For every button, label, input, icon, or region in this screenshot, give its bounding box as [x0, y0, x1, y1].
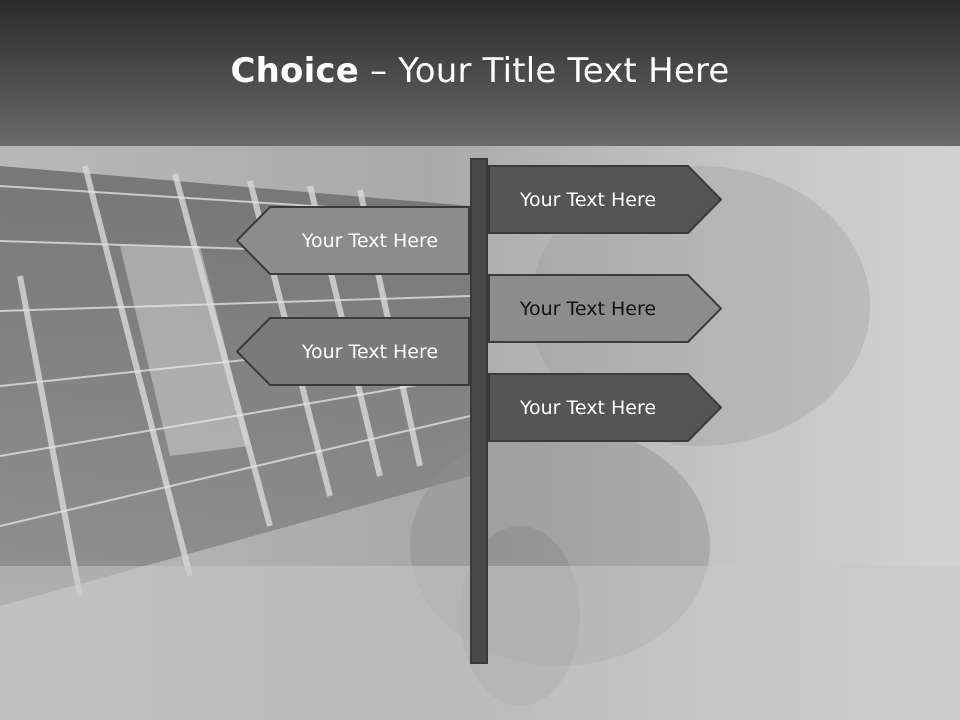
signpost-arrow-left-2[interactable]: Your Text Here — [236, 317, 470, 386]
title-bold-word: Choice — [230, 51, 360, 91]
signpost-arrow-right-3[interactable]: Your Text Here — [488, 373, 722, 442]
sign-label: Your Text Here — [519, 188, 657, 211]
sign-shape — [236, 206, 470, 275]
sign-shape — [488, 274, 722, 343]
sign-shape — [488, 165, 722, 234]
sign-label: Your Text Here — [301, 340, 439, 363]
sign-shape — [488, 373, 722, 442]
sign-label: Your Text Here — [519, 297, 657, 320]
signpost-arrow-left-1[interactable]: Your Text Here — [236, 206, 470, 275]
signpost-arrow-right-2[interactable]: Your Text Here — [488, 274, 722, 343]
sign-label: Your Text Here — [301, 229, 439, 252]
sign-shape — [236, 317, 470, 386]
title-bar: Choice – Your Title Text Here — [0, 0, 960, 146]
slide-title[interactable]: Choice – Your Title Text Here — [230, 51, 729, 91]
signpost-pole — [470, 158, 488, 664]
title-text: – Your Title Text Here — [359, 51, 730, 91]
signpost-arrow-right-1[interactable]: Your Text Here — [488, 165, 722, 234]
sign-label: Your Text Here — [519, 396, 657, 419]
